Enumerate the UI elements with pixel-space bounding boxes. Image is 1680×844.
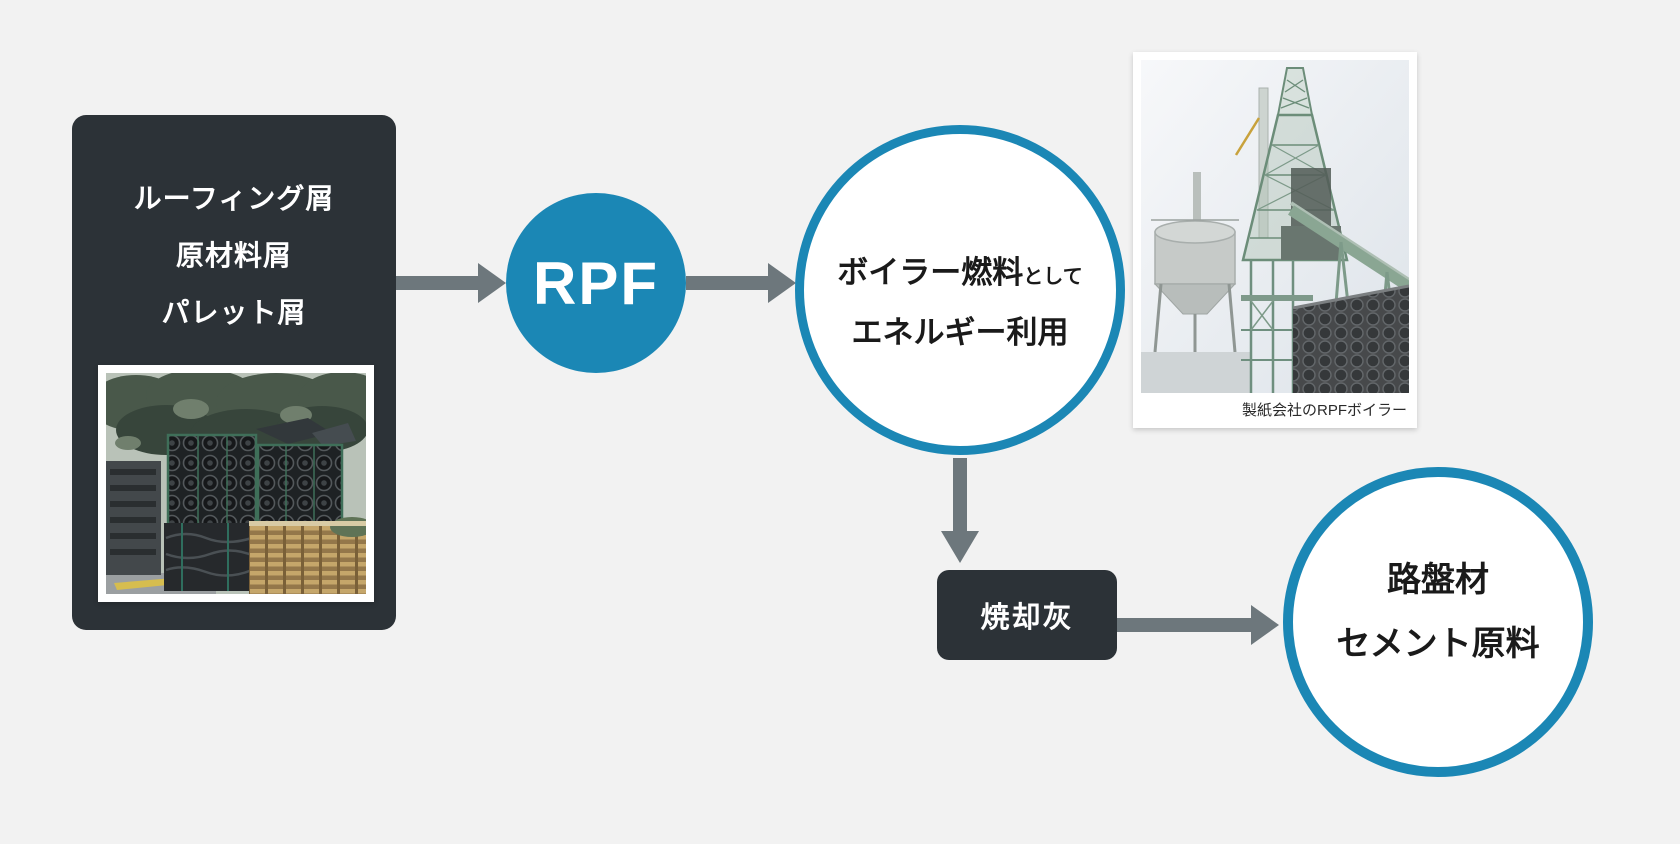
arrow-shaft — [953, 458, 967, 532]
output-material-line: 路盤材 — [1386, 561, 1489, 599]
boiler-energy-text: ボイラー燃料として エネルギー利用 — [837, 245, 1082, 360]
arrow-shaft — [396, 276, 480, 290]
output-materials-node: 路盤材 セメント原料 — [1283, 467, 1593, 777]
boiler-energy-node: ボイラー燃料として エネルギー利用 — [795, 125, 1125, 455]
output-materials-text: 路盤材 セメント原料 — [1336, 548, 1539, 676]
arrow-shaft — [1117, 618, 1253, 632]
source-material-item: ルーフィング屑 — [133, 183, 335, 214]
source-material-item: パレット屑 — [161, 297, 307, 328]
output-material-line: セメント原料 — [1336, 625, 1540, 663]
scrap-materials-photo — [98, 365, 374, 602]
arrow-right-icon — [478, 263, 506, 303]
rpf-node: RPF — [506, 193, 686, 373]
scrap-materials-illustration — [106, 373, 366, 594]
source-materials-list: ルーフィング屑 原材料屑 パレット屑 — [72, 170, 396, 341]
rpf-boiler-photo: 製紙会社のRPFボイラー — [1133, 52, 1417, 428]
incineration-ash-label: 焼却灰 — [980, 602, 1074, 634]
source-material-item: 原材料屑 — [175, 240, 292, 271]
arrow-shaft — [686, 276, 770, 290]
arrow-down-icon — [941, 531, 979, 563]
arrow-right-icon — [768, 263, 796, 303]
source-materials-box: ルーフィング屑 原材料屑 パレット屑 — [72, 115, 396, 630]
rpf-label: RPF — [533, 249, 659, 317]
incineration-ash-box: 焼却灰 — [937, 570, 1117, 660]
arrow-right-icon — [1251, 605, 1279, 645]
boiler-energy-line1: ボイラー燃料として — [837, 254, 1083, 290]
boiler-photo-caption: 製紙会社のRPFボイラー — [1241, 402, 1407, 419]
rpf-boiler-illustration — [1141, 60, 1409, 393]
boiler-energy-line2: エネルギー利用 — [851, 314, 1069, 350]
